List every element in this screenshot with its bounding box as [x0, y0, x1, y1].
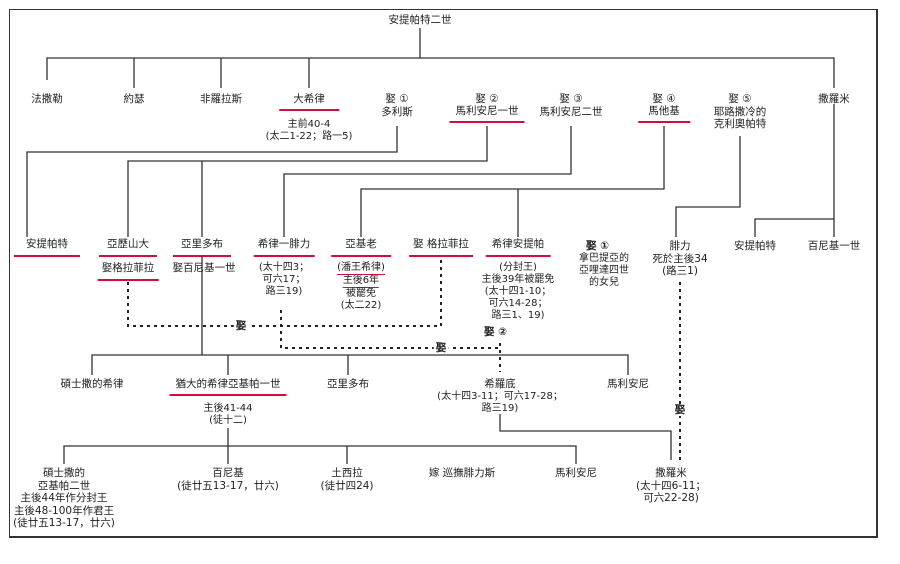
marry-glaphyra: 娶 格拉菲拉 [409, 238, 473, 257]
node-drusilla: 土西拉 (徒廿四24) [320, 467, 374, 492]
agrippa-i-note: 主後41-44 (徒十二) [203, 403, 253, 426]
archelaus-title-note: (潘王希律) [337, 262, 385, 275]
node-herodias: 希羅底 [484, 378, 516, 390]
node-mariamne-gen3: 馬利安尼 [607, 378, 649, 390]
line-gen4-bar [63, 445, 577, 464]
node-pheroras: 非羅拉斯 [200, 93, 242, 105]
node-philip-tetrarch: 腓力 死於主後34 (路三1) [652, 240, 708, 277]
node-herod-antipas: 希律安提帕 [485, 238, 551, 257]
aristobulus-wife-berenice: 娶百尼基一世 [172, 262, 236, 274]
line-gen1-bar [46, 57, 835, 88]
line-wife1-child [26, 126, 398, 237]
line-herodias-salome [499, 414, 672, 460]
line-wife5-child [675, 136, 741, 237]
node-antipater-ii: 安提帕特二世 [388, 14, 452, 26]
node-malthace: 馬他基 [638, 105, 690, 123]
herod-philip-note: (太十四3； 可六17； 路三19) [258, 262, 310, 297]
node-agrippa-i: 猶大的希律亞基帕一世 [169, 378, 287, 396]
node-herod-chalcis: 碩士撒的希律 [60, 378, 124, 390]
archelaus-deposed-note: 被罷免 (太二22) [340, 288, 382, 311]
node-salome-daughter: 撒羅米 (太十四6-11； 可六22-28) [636, 467, 706, 504]
node-berenice-i: 百尼基一世 [807, 240, 861, 252]
line-wife4-children [360, 126, 665, 237]
node-cleopatra-jerusalem: 娶 ⑤ 耶路撒冷的 克利奧帕特 [713, 93, 767, 130]
archelaus-year-note: 主後6年 [342, 275, 380, 288]
diagram-frame [9, 9, 878, 538]
wife2-marker: 娶 ② [475, 93, 499, 105]
herodias-note: (太十四3-11；可六17-28； 路三19) [437, 391, 563, 414]
dotted-marriage-philip-herodias [280, 310, 501, 349]
wife4-marker: 娶 ④ [652, 93, 676, 105]
marriage-marker-salome: 娶 [672, 404, 688, 416]
antipas-wife2-marker: 娶 ② [484, 326, 508, 338]
node-aristobulus: 亞里多布 [173, 238, 231, 257]
herod-great-reign-note: 主前40-4 (太二1-22；路一5) [265, 119, 353, 142]
node-antipater: 安提帕特 [14, 238, 80, 257]
antipas-wife-aretas-daughter: 拿巴提亞的 亞哩達四世 的女兒 [579, 253, 629, 288]
node-joseph: 約瑟 [123, 93, 145, 105]
antipas-note: (分封王) 主後39年被罷免 (太十四1-10； 可六14-28； 路三1、19… [481, 262, 555, 321]
node-herod-philip: 希律一腓力 [253, 238, 315, 257]
node-mariamne-gen4: 馬利安尼 [555, 467, 597, 479]
line-gen3-bar [91, 354, 629, 375]
node-fasael: 法撒勒 [31, 93, 63, 105]
node-aristobulus-iii: 亞里多布 [327, 378, 369, 390]
node-archelaus: 亞基老 [331, 238, 391, 257]
node-herod-great: 大希律 [279, 93, 339, 111]
marriage-marker-alexander: 娶 [233, 320, 249, 332]
antipas-wife1-marker: 娶 ① [586, 240, 610, 252]
node-wife-doris: 娶 ① 多利斯 [381, 93, 413, 118]
line-salome-children [754, 104, 835, 237]
marriage-marker-herodias: 娶 [433, 342, 449, 354]
node-alexander: 亞歷山大 [99, 238, 157, 257]
node-agrippa-ii: 碩士撒的 亞基帕二世 主後44年作分封王 主後48-100年作君王 (徒廿五13… [13, 467, 115, 529]
node-bernice: 百尼基 (徒廿五13-17，廿六) [177, 467, 279, 492]
drusilla-married-felix: 嫁 巡撫腓力斯 [428, 467, 496, 479]
node-mariamne-ii: 娶 ③ 馬利安尼二世 [539, 93, 603, 118]
dotted-marriage-alexander-glaphyra [127, 257, 442, 327]
alexander-wife-glaphyra: 娶格拉菲拉 [97, 262, 159, 281]
line-wife3-child [283, 126, 572, 237]
node-salome: 撒羅米 [818, 93, 850, 105]
line-wife2-children [127, 126, 488, 237]
node-mariamne-i: 馬利安尼一世 [449, 105, 525, 123]
node-antipater-son-of-salome: 安提帕特 [734, 240, 776, 252]
